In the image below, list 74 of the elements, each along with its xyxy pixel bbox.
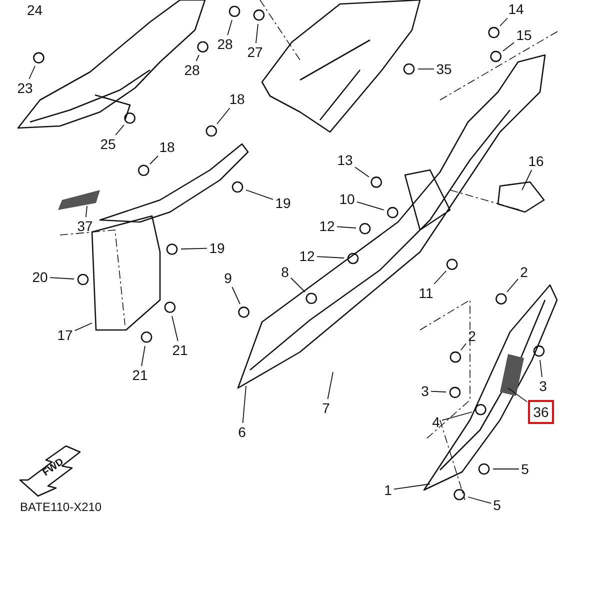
leader-line (85, 206, 88, 218)
callout-number: 28 (216, 36, 234, 52)
leader-line (468, 496, 492, 504)
callout-number: 17 (56, 327, 74, 343)
leader-line (74, 322, 92, 331)
callout-number: 12 (298, 248, 316, 264)
callout-number: 15 (515, 27, 533, 43)
callout-number: 2 (519, 264, 529, 280)
leader-line (492, 468, 520, 470)
callout-number: 10 (338, 191, 356, 207)
callout-number: 14 (507, 1, 525, 17)
leader-line (506, 278, 518, 292)
leader-line (28, 66, 36, 80)
callout-number: 28 (183, 62, 201, 78)
leader-line (232, 286, 240, 304)
callout-number: 6 (237, 424, 247, 440)
leader-line (540, 360, 542, 378)
callout-number: 23 (16, 80, 34, 96)
leader-line (508, 388, 528, 402)
callout-number: 36 (528, 400, 554, 424)
callout-number: 19 (274, 195, 292, 211)
callout-number: 3 (538, 378, 548, 394)
callout-number: 25 (99, 136, 117, 152)
callout-number: 12 (318, 218, 336, 234)
leader-line (394, 484, 430, 490)
leader-line (256, 24, 258, 44)
leader-line (216, 108, 230, 124)
leader-line (502, 42, 514, 52)
callout-number: 16 (527, 153, 545, 169)
leader-line (434, 270, 446, 284)
callout-number: 27 (246, 44, 264, 60)
leader-line (196, 54, 200, 62)
callout-number: 2 (467, 328, 477, 344)
leader-line (430, 390, 446, 392)
leader-line (150, 156, 158, 164)
leader-line (500, 18, 508, 26)
callout-number: 19 (208, 240, 226, 256)
leader-line (50, 277, 74, 280)
callout-number: 5 (520, 461, 530, 477)
leader-line (227, 20, 232, 36)
leader-line (442, 412, 472, 421)
callout-number: 1 (383, 482, 393, 498)
leader-line (460, 343, 466, 350)
callout-number: 8 (280, 264, 290, 280)
callout-number: 35 (435, 61, 453, 77)
leader-line (141, 346, 146, 366)
callout-number: 5 (492, 497, 502, 513)
callout-number: 37 (76, 218, 94, 234)
callout-number: 9 (223, 270, 233, 286)
callout-number: 13 (336, 152, 354, 168)
leader-line (316, 256, 344, 258)
callout-number: 21 (171, 342, 189, 358)
leader-line (115, 124, 124, 136)
callout-number: 24 (27, 2, 43, 18)
callout-number: 7 (321, 400, 331, 416)
leader-line (327, 372, 334, 400)
leader-line (290, 278, 306, 292)
leader-line (522, 170, 532, 190)
leader-line (242, 386, 246, 424)
callout-number: 4 (431, 414, 441, 430)
leader-line (356, 202, 384, 210)
leader-line (180, 248, 208, 250)
diagram-code: BATE110-X210 (20, 500, 102, 514)
callout-number: 3 (420, 383, 430, 399)
leader-line (172, 316, 178, 342)
leader-line (354, 166, 370, 178)
callout-number: 11 (417, 285, 435, 301)
callout-number: 21 (131, 367, 149, 383)
leader-line (336, 226, 356, 228)
callout-number: 20 (31, 269, 49, 285)
leader-line (418, 68, 434, 70)
callout-number: 18 (228, 91, 246, 107)
leader-line (246, 190, 274, 200)
callout-number: 18 (158, 139, 176, 155)
